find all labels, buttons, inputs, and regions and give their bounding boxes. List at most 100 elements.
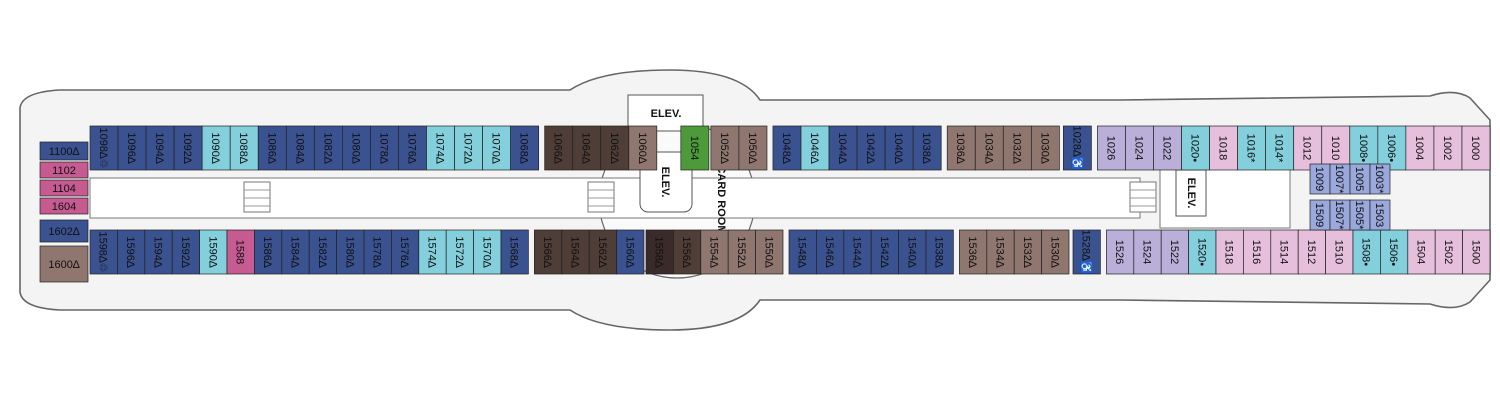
cabin-1588-box[interactable] <box>226 229 255 275</box>
cabin-1092-box[interactable] <box>173 125 203 171</box>
cabin-1100-box[interactable] <box>39 141 89 161</box>
cabin-1504[interactable]: 1504 <box>1407 229 1436 275</box>
cabin-1520-box[interactable] <box>1188 229 1217 275</box>
cabin-1032[interactable]: 1032∆ <box>1002 125 1032 171</box>
cabin-1542[interactable]: 1542∆ <box>870 229 899 275</box>
cabin-1048-box[interactable] <box>772 125 802 171</box>
cabin-1544[interactable]: 1544∆ <box>843 229 872 275</box>
cabin-1520[interactable]: 1520• <box>1188 229 1217 275</box>
cabin-1538[interactable]: 1538∆ <box>925 229 954 275</box>
cabin-1516[interactable]: 1516 <box>1243 229 1272 275</box>
cabin-1508-box[interactable] <box>1352 229 1381 275</box>
cabin-1578[interactable]: 1578∆ <box>363 229 392 275</box>
cabin-1502-box[interactable] <box>1434 229 1463 275</box>
cabin-1534-box[interactable] <box>986 229 1015 275</box>
cabin-1024[interactable]: 1024 <box>1125 125 1154 171</box>
cabin-1052-box[interactable] <box>710 125 740 171</box>
cabin-1104[interactable]: 1104 <box>39 179 89 197</box>
cabin-1512-box[interactable] <box>1297 229 1326 275</box>
cabin-1096-box[interactable] <box>117 125 147 171</box>
cabin-1070[interactable]: 1070∆ <box>482 125 511 171</box>
cabin-1008[interactable]: 1008• <box>1349 125 1379 171</box>
cabin-1596[interactable]: 1596∆ <box>117 229 146 275</box>
cabin-1570-box[interactable] <box>473 229 502 275</box>
cabin-1518-box[interactable] <box>1215 229 1244 275</box>
cabin-1592[interactable]: 1592∆ <box>171 229 200 275</box>
cabin-1074-box[interactable] <box>426 125 455 171</box>
cabin-1012[interactable]: 1012 <box>1293 125 1323 171</box>
cabin-1040-box[interactable] <box>884 125 914 171</box>
cabin-1502[interactable]: 1502 <box>1434 229 1463 275</box>
cabin-1038-box[interactable] <box>912 125 942 171</box>
cabin-1070-box[interactable] <box>482 125 511 171</box>
cabin-1594[interactable]: 1594∆ <box>144 229 173 275</box>
cabin-1096[interactable]: 1096∆ <box>117 125 147 171</box>
cabin-1102-box[interactable] <box>39 161 89 179</box>
cabin-1602-box[interactable] <box>39 219 89 243</box>
cabin-1572-box[interactable] <box>445 229 474 275</box>
cabin-1576-box[interactable] <box>391 229 420 275</box>
cabin-1086[interactable]: 1086∆ <box>257 125 287 171</box>
cabin-1044[interactable]: 1044∆ <box>828 125 858 171</box>
cabin-1094[interactable]: 1094∆ <box>145 125 175 171</box>
cabin-1556[interactable]: 1556∆ <box>673 229 702 275</box>
cabin-1028[interactable]: 1028∆♿ <box>1063 126 1092 171</box>
cabin-1088-box[interactable] <box>229 125 259 171</box>
cabin-1510[interactable]: 1510 <box>1325 229 1354 275</box>
cabin-1084-box[interactable] <box>285 125 315 171</box>
cabin-1500[interactable]: 1500 <box>1462 229 1491 275</box>
cabin-1530-box[interactable] <box>1041 229 1070 275</box>
cabin-1034[interactable]: 1034∆ <box>974 125 1004 171</box>
cabin-1000-box[interactable] <box>1461 125 1491 171</box>
cabin-1594-box[interactable] <box>144 229 173 275</box>
cabin-1546[interactable]: 1546∆ <box>816 229 845 275</box>
cabin-1532-box[interactable] <box>1013 229 1042 275</box>
cabin-1522[interactable]: 1522 <box>1160 229 1189 275</box>
cabin-1536-box[interactable] <box>959 229 988 275</box>
cabin-1038[interactable]: 1038∆ <box>912 125 942 171</box>
cabin-1592-box[interactable] <box>171 229 200 275</box>
cabin-1016[interactable]: 1016* <box>1237 125 1267 171</box>
cabin-1030[interactable]: 1030∆ <box>1030 125 1060 171</box>
cabin-1046-box[interactable] <box>800 125 830 171</box>
cabin-1560-box[interactable] <box>616 229 645 275</box>
cabin-1580-box[interactable] <box>336 229 365 275</box>
cabin-1066[interactable]: 1066∆ <box>544 125 574 171</box>
cabin-1584-box[interactable] <box>281 229 310 275</box>
cabin-1046[interactable]: 1046∆ <box>800 125 830 171</box>
cabin-1588[interactable]: 1588 <box>226 229 255 275</box>
cabin-1078[interactable]: 1078∆ <box>370 125 399 171</box>
cabin-1508[interactable]: 1508• <box>1352 229 1381 275</box>
cabin-1092[interactable]: 1092∆ <box>173 125 203 171</box>
cabin-1598-box[interactable] <box>89 229 118 275</box>
cabin-1072[interactable]: 1072∆ <box>454 125 483 171</box>
cabin-1509[interactable]: 1509 <box>1309 199 1331 231</box>
cabin-1102[interactable]: 1102 <box>39 161 89 179</box>
cabin-1514[interactable]: 1514 <box>1270 229 1299 275</box>
cabin-1550-box[interactable] <box>755 229 784 275</box>
cabin-1604[interactable]: 1604 <box>39 197 89 215</box>
cabin-1054[interactable]: 1054 <box>680 125 710 171</box>
cabin-1002[interactable]: 1002 <box>1433 125 1463 171</box>
cabin-1054-box[interactable] <box>680 125 710 171</box>
cabin-1066-box[interactable] <box>544 125 574 171</box>
cabin-1580[interactable]: 1580∆ <box>336 229 365 275</box>
cabin-1008-box[interactable] <box>1349 125 1379 171</box>
cabin-1568-box[interactable] <box>500 229 529 275</box>
cabin-1538-box[interactable] <box>925 229 954 275</box>
cabin-1042-box[interactable] <box>856 125 886 171</box>
cabin-1526-box[interactable] <box>1106 229 1135 275</box>
cabin-1014-box[interactable] <box>1265 125 1295 171</box>
cabin-1014[interactable]: 1014* <box>1265 125 1295 171</box>
cabin-1524[interactable]: 1524 <box>1133 229 1162 275</box>
cabin-1572[interactable]: 1572∆ <box>445 229 474 275</box>
cabin-1552-box[interactable] <box>727 229 756 275</box>
cabin-1090[interactable]: 1090∆ <box>201 125 231 171</box>
cabin-1600[interactable]: 1600∆ <box>39 245 89 283</box>
cabin-1104-box[interactable] <box>39 179 89 197</box>
cabin-1006[interactable]: 1006• <box>1377 125 1407 171</box>
cabin-1548-box[interactable] <box>788 229 817 275</box>
cabin-1558[interactable]: 1558∆ <box>645 229 674 275</box>
cabin-1084[interactable]: 1084∆ <box>285 125 315 171</box>
cabin-1574[interactable]: 1574∆ <box>418 229 447 275</box>
